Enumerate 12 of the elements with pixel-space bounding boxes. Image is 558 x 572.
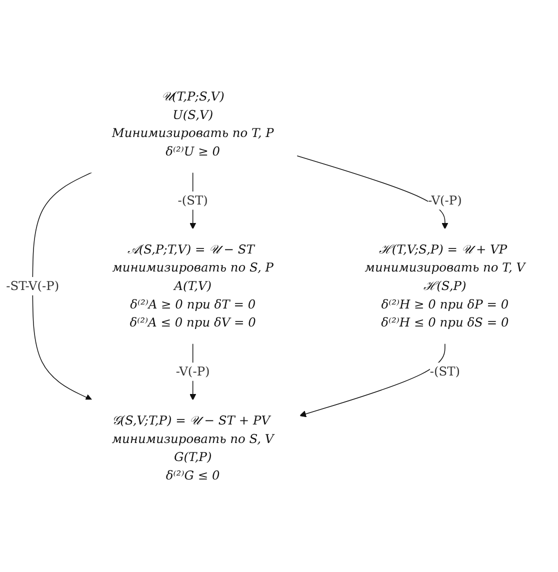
node-text: 𝒢(S,V;T,P) = 𝒰 − ST + PV минимизировать по S, V G(T,P) δ⁽²⁾G ≤ 0 [112, 412, 274, 482]
node-text: 𝒜(S,P;T,V) = 𝒰 − ST минимизировать по S, P A(T,V) δ⁽²⁾A ≥ 0 при δT = 0 δ⁽²⁾A ≤ 0 при δV = 0 [112, 242, 274, 330]
edge-label: -(ST) [178, 192, 208, 208]
node-text: 𝒰(T,P;S,V) U(S,V) Минимизировать по T, P δ⁽²⁾U ≥ 0 [112, 88, 274, 158]
edge-label: -V(-P) [176, 364, 210, 378]
edge-label: -V(-P) [428, 192, 462, 208]
arrow [300, 342, 446, 417]
edge-label: -ST-V(-P) [6, 278, 60, 293]
arrow [296, 155, 448, 229]
arrow [32, 172, 92, 400]
node-text: ℋ(T,V;S,P) = 𝒰 + VP минимизировать по T, V ℋ(S,P) δ⁽²⁾H ≥ 0 при δP = 0 δ⁽²⁾H ≤ 0 при δS = 0 [364, 242, 526, 330]
edge-label: -(ST) [430, 364, 460, 378]
